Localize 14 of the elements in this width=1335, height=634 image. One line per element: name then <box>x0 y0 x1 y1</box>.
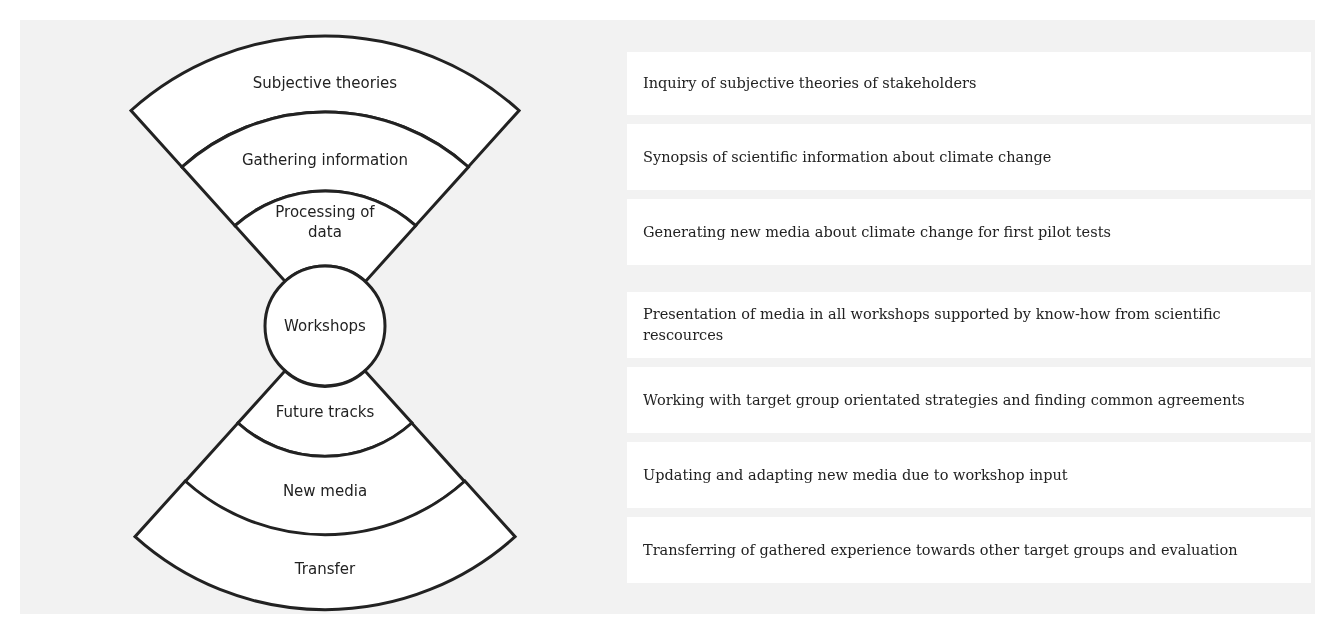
description-text: Working with target group orientated strategies and finding common agreements <box>643 390 1245 410</box>
band-label: New media <box>281 481 369 501</box>
description-text: Presentation of media in all workshops supported by know-how from scientific rescources <box>643 305 1222 345</box>
band-label: Gathering information <box>240 150 410 170</box>
band-label: Future tracks <box>274 402 376 422</box>
description-text: Transferring of gathered experience towards other target groups and evaluation <box>643 540 1238 560</box>
description-text: Inquiry of subjective theories of stakeholders <box>643 74 977 93</box>
band-label: Processing of data <box>274 202 376 242</box>
description-text: Generating new media about climate change for first pilot tests <box>643 222 1111 242</box>
band-label: Subjective theories <box>251 73 399 93</box>
description-text: Updating and adapting new media due to workshop input <box>643 465 1068 485</box>
band-label: Workshops <box>283 316 367 336</box>
description-text: Synopsis of scientific information about climate change <box>643 147 1052 167</box>
band-label: Transfer <box>293 559 357 579</box>
